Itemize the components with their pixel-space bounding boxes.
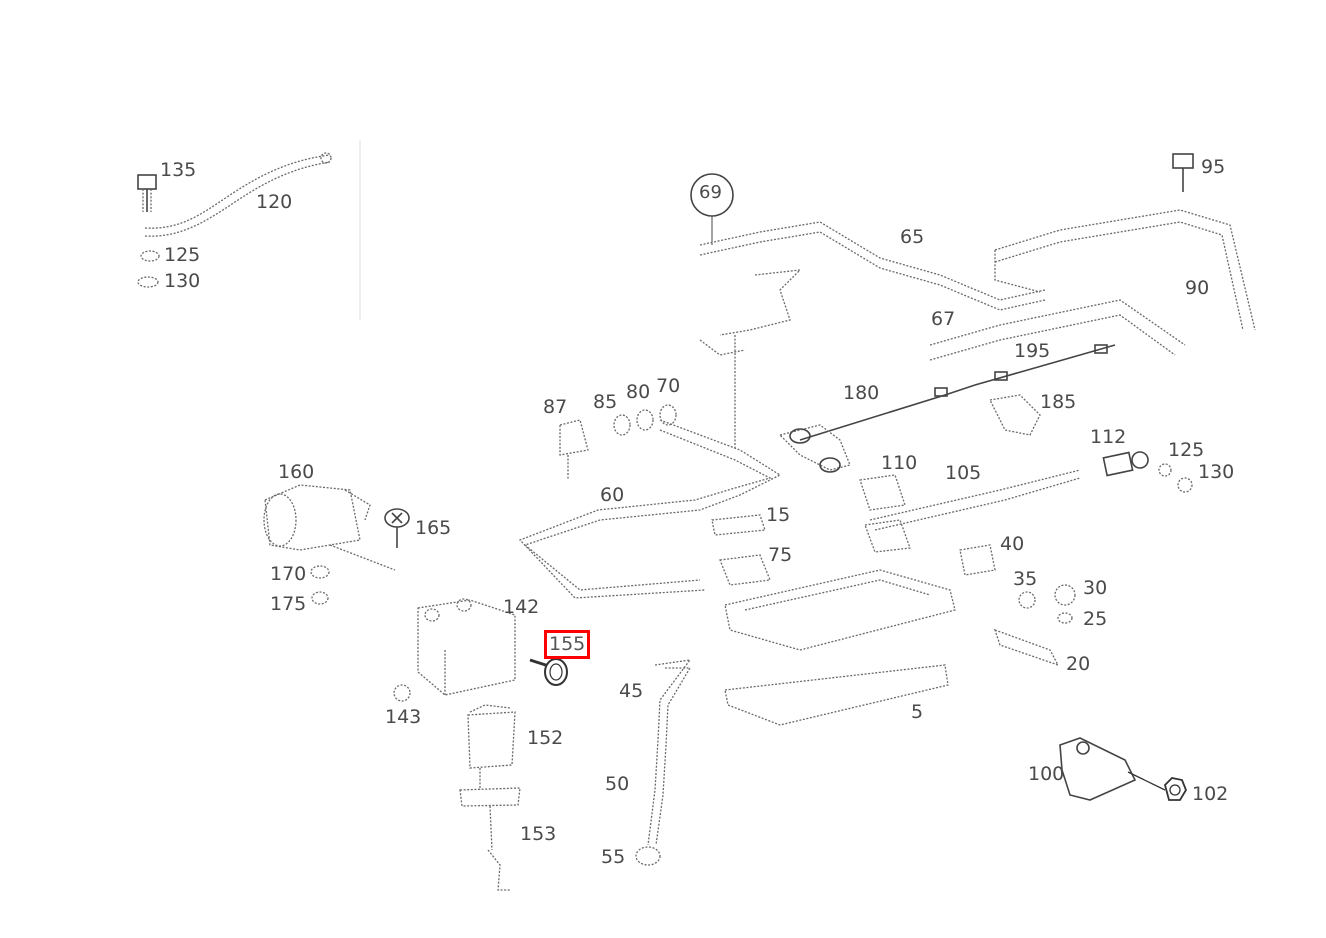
part-label-160[interactable]: 160 — [278, 461, 315, 483]
part-label-130[interactable]: 130 — [1198, 461, 1235, 483]
part-label-170[interactable]: 170 — [270, 563, 307, 585]
part-label-143[interactable]: 143 — [385, 706, 422, 728]
part-label-130[interactable]: 130 — [164, 270, 201, 292]
part-label-85[interactable]: 85 — [593, 391, 618, 413]
part-label-15[interactable]: 15 — [766, 504, 791, 526]
part-label-110[interactable]: 110 — [881, 452, 918, 474]
part-label-125[interactable]: 125 — [1168, 439, 1205, 461]
part-label-50[interactable]: 50 — [605, 773, 630, 795]
bolt-icon — [1172, 153, 1194, 192]
part-label-180[interactable]: 180 — [843, 382, 880, 404]
part-label-40[interactable]: 40 — [1000, 533, 1025, 555]
part-label-90[interactable]: 90 — [1185, 277, 1210, 299]
bolt-icon — [137, 174, 157, 212]
callout-69[interactable]: 69 — [699, 182, 722, 203]
part-label-142[interactable]: 142 — [503, 596, 540, 618]
part-label-25[interactable]: 25 — [1083, 608, 1108, 630]
part-label-45[interactable]: 45 — [619, 680, 644, 702]
part-label-125[interactable]: 125 — [164, 244, 201, 266]
part-label-35[interactable]: 35 — [1013, 568, 1038, 590]
part-label-67[interactable]: 67 — [931, 308, 956, 330]
part-label-65[interactable]: 65 — [900, 226, 925, 248]
part-label-20[interactable]: 20 — [1066, 653, 1091, 675]
part-label-102[interactable]: 102 — [1192, 783, 1229, 805]
part-label-105[interactable]: 105 — [945, 462, 982, 484]
part-label-175[interactable]: 175 — [270, 593, 307, 615]
part-label-80[interactable]: 80 — [626, 381, 651, 403]
part-label-112[interactable]: 112 — [1090, 426, 1127, 448]
part-label-5[interactable]: 5 — [911, 701, 924, 723]
part-label-55[interactable]: 55 — [601, 846, 626, 868]
part-label-153[interactable]: 153 — [520, 823, 557, 845]
part-label-155-selected[interactable]: 155 — [544, 630, 591, 659]
nut-icon — [1163, 777, 1188, 801]
screw-icon — [384, 508, 410, 548]
part-label-120[interactable]: 120 — [256, 191, 293, 213]
part-label-185[interactable]: 185 — [1040, 391, 1077, 413]
part-label-152[interactable]: 152 — [527, 727, 564, 749]
part-label-195[interactable]: 195 — [1014, 340, 1051, 362]
part-label-60[interactable]: 60 — [600, 484, 625, 506]
part-label-75[interactable]: 75 — [768, 544, 793, 566]
part-label-100[interactable]: 100 — [1028, 763, 1065, 785]
part-label-135[interactable]: 135 — [160, 159, 197, 181]
part-label-70[interactable]: 70 — [656, 375, 681, 397]
part-label-165[interactable]: 165 — [415, 517, 452, 539]
part-label-87[interactable]: 87 — [543, 396, 568, 418]
part-label-95[interactable]: 95 — [1201, 156, 1226, 178]
bolt-icon — [529, 658, 568, 686]
part-label-30[interactable]: 30 — [1083, 577, 1108, 599]
